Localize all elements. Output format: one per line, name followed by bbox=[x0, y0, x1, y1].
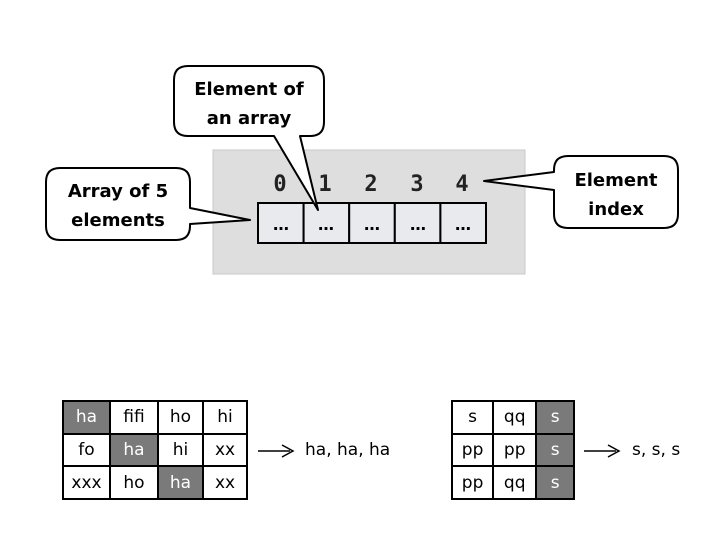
callout-element-index bbox=[483, 155, 679, 229]
right-grid: s qq s pp pp s pp qq s bbox=[450, 400, 575, 500]
array-cell bbox=[393, 202, 442, 244]
grid-cell: xxx bbox=[62, 465, 111, 500]
index-label: 2 bbox=[364, 172, 377, 197]
grid-cell: fifi bbox=[109, 400, 159, 435]
index-label: 1 bbox=[318, 172, 331, 197]
grid-cell: qq bbox=[492, 400, 538, 435]
grid-cell: s bbox=[535, 465, 575, 500]
grid-cell: fo bbox=[62, 432, 111, 468]
callout-element-of-array-line2: an array bbox=[207, 108, 292, 129]
grid-cell: pp bbox=[492, 432, 538, 468]
grid-cell: ho bbox=[109, 465, 159, 500]
grid-cell: qq bbox=[492, 465, 538, 500]
grid-cell: ha bbox=[157, 465, 204, 500]
grid-cell: pp bbox=[450, 432, 495, 468]
array-cell-value: … bbox=[455, 215, 471, 234]
grid-cell: s bbox=[450, 400, 495, 435]
grid-cell: xx bbox=[202, 465, 248, 500]
array-cell-value: … bbox=[410, 215, 426, 234]
array-cell-value: … bbox=[364, 215, 380, 234]
grid-cell: ha bbox=[109, 432, 159, 468]
grid-cell: hi bbox=[157, 432, 204, 468]
callout-element-of-array-line1: Element of bbox=[194, 79, 304, 100]
callout-element-index-line2: index bbox=[588, 199, 644, 220]
left-grid-result: ha, ha, ha bbox=[305, 440, 391, 460]
grid-cell: ha bbox=[62, 400, 111, 435]
array-cell bbox=[302, 202, 351, 244]
index-label: 3 bbox=[410, 172, 423, 197]
right-grid-result: s, s, s bbox=[632, 440, 681, 460]
grid-cell: xx bbox=[202, 432, 248, 468]
grid-cell: hi bbox=[202, 400, 248, 435]
grid-cell: pp bbox=[450, 465, 495, 500]
callout-array-of-5-line2: elements bbox=[71, 210, 165, 231]
array-cell-value: … bbox=[318, 215, 334, 234]
index-label: 0 bbox=[273, 172, 286, 197]
left-grid: ha fifi ho hi fo ha hi xx xxx ho ha xx bbox=[62, 400, 248, 500]
callout-element-of-array bbox=[173, 65, 325, 211]
arrow-right-grid bbox=[584, 444, 621, 458]
callout-array-of-5-line1: Array of 5 bbox=[68, 181, 168, 202]
grid-cell: ho bbox=[157, 400, 204, 435]
arrow-left-grid bbox=[258, 444, 295, 458]
grid-cell: s bbox=[535, 432, 575, 468]
grid-cell: s bbox=[535, 400, 575, 435]
callout-element-index-line1: Element bbox=[574, 170, 657, 191]
callout-array-of-5 bbox=[45, 167, 251, 241]
array-cell-value: … bbox=[273, 215, 289, 234]
array-cell bbox=[257, 202, 305, 244]
array-cell bbox=[439, 202, 487, 244]
index-label: 4 bbox=[455, 172, 468, 197]
